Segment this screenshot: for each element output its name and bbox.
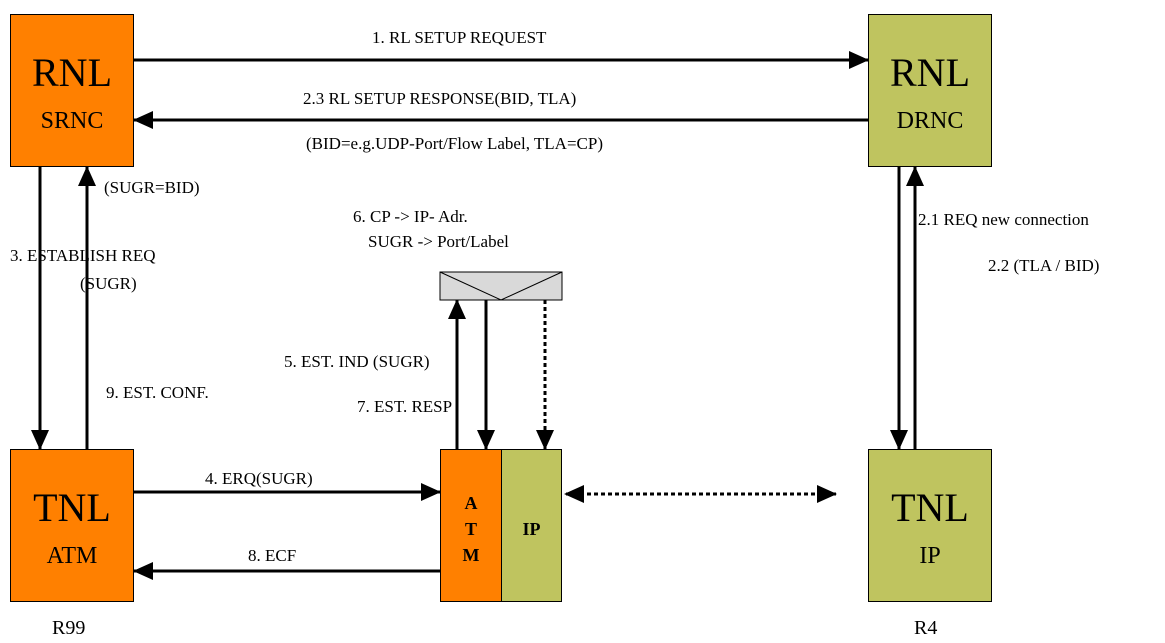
- gateway-atm-letter-a: A: [464, 493, 478, 513]
- label-rl-setup-response: 2.3 RL SETUP RESPONSE(BID, TLA): [303, 89, 577, 108]
- tnl-atm-layer: TNL: [33, 485, 111, 530]
- label-erq: 4. ERQ(SUGR): [205, 469, 313, 488]
- tnl-ip-name: IP: [919, 543, 941, 569]
- label-ecf: 8. ECF: [248, 546, 297, 565]
- label-tla-bid: 2.2 (TLA / BID): [988, 256, 1100, 275]
- rnl-drnc-box: RNL DRNC: [868, 14, 992, 167]
- label-est-conf: 9. EST. CONF.: [106, 383, 209, 402]
- drnc-layer: RNL: [890, 50, 970, 95]
- label-est-ind: 5. EST. IND (SUGR): [284, 352, 430, 371]
- srnc-name: SRNC: [40, 108, 104, 134]
- label-rl-setup-request: 1. RL SETUP REQUEST: [372, 28, 547, 47]
- label-establish-req-sugr: (SUGR): [80, 274, 137, 293]
- label-est-resp: 7. EST. RESP: [357, 397, 453, 416]
- release-left-label: R99: [52, 617, 86, 639]
- label-sugr-port-label: SUGR -> Port/Label: [368, 232, 509, 251]
- tnl-atm-box: TNL ATM: [10, 449, 134, 602]
- drnc-name: DRNC: [896, 108, 964, 134]
- gateway-atm-box: A T M: [440, 449, 502, 602]
- gateway-atm-letter-m: M: [462, 545, 480, 565]
- gateway-atm-letter-t: T: [464, 519, 477, 539]
- srnc-layer: RNL: [32, 50, 112, 95]
- rnl-srnc-box: RNL SRNC: [10, 14, 134, 167]
- address-mapper-envelope: [439, 271, 563, 301]
- tnl-atm-name: ATM: [46, 543, 98, 569]
- label-cp-ip-adr: 6. CP -> IP- Adr.: [353, 207, 468, 226]
- release-right-label: R4: [914, 617, 938, 639]
- gateway-ip-box: IP: [501, 449, 562, 602]
- gateway-ip-name: IP: [522, 519, 541, 539]
- label-sugr-bid: (SUGR=BID): [104, 178, 200, 197]
- tnl-ip-box: TNL IP: [868, 449, 992, 602]
- tnl-ip-layer: TNL: [891, 485, 969, 530]
- label-bid-tla-note: (BID=e.g.UDP-Port/Flow Label, TLA=CP): [306, 134, 603, 153]
- label-establish-req: 3. ESTABLISH REQ: [10, 246, 156, 265]
- label-req-new-connection: 2.1 REQ new connection: [918, 210, 1089, 229]
